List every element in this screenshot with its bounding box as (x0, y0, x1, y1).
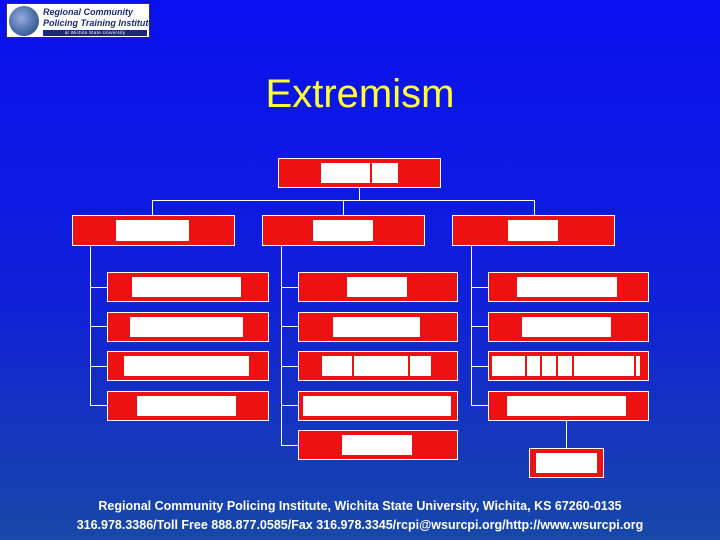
node-label (321, 163, 398, 183)
connector-line (90, 287, 107, 288)
org-node-child (107, 391, 269, 421)
footer-contact: Regional Community Policing Institute, W… (0, 497, 720, 535)
connector-line (471, 366, 488, 367)
institute-logo: Regional Community Policing Training Ins… (6, 3, 154, 38)
connector-line (90, 366, 107, 367)
node-label (132, 277, 241, 297)
connector-line (281, 246, 282, 446)
node-label (322, 356, 431, 376)
connector-line (152, 200, 153, 215)
org-node-child (107, 351, 269, 381)
org-node-child (107, 272, 269, 302)
node-label (492, 356, 640, 376)
org-node-grandchild (529, 448, 604, 478)
org-node-child (488, 351, 649, 381)
logo-text-line2: Policing Training Institute (43, 18, 154, 28)
node-label (313, 220, 373, 241)
node-label (303, 396, 451, 416)
node-label (536, 453, 597, 473)
node-label (116, 220, 189, 241)
org-node-branch-2 (262, 215, 425, 246)
org-node-branch-3 (452, 215, 615, 246)
org-node-child (298, 351, 458, 381)
node-label (522, 317, 611, 337)
node-label (137, 396, 236, 416)
connector-line (343, 200, 344, 215)
logo-tagline: at Wichita State University (43, 30, 147, 36)
connector-line (281, 287, 298, 288)
node-label (507, 396, 626, 416)
connector-line (471, 326, 488, 327)
node-label (517, 277, 617, 297)
connector-line (471, 287, 488, 288)
org-node-child (107, 312, 269, 342)
org-node-root (278, 158, 441, 188)
connector-line (281, 366, 298, 367)
connector-line (281, 326, 298, 327)
node-label (333, 317, 420, 337)
connector-line (90, 405, 107, 406)
org-node-child (488, 272, 649, 302)
connector-line (534, 200, 535, 215)
node-label (342, 435, 412, 455)
org-node-child (488, 391, 649, 421)
org-node-child (298, 312, 458, 342)
connector-line (359, 188, 360, 200)
node-label (347, 277, 407, 297)
connector-line (281, 445, 298, 446)
node-label (130, 317, 243, 337)
node-label (508, 220, 558, 241)
org-node-child (298, 391, 458, 421)
footer-address: Regional Community Policing Institute, W… (98, 499, 622, 513)
connector-line (471, 405, 488, 406)
connector-line (90, 326, 107, 327)
node-label (124, 356, 249, 376)
footer-contact-info: 316.978.3386/Toll Free 888.877.0585/Fax … (76, 518, 644, 532)
org-node-child (488, 312, 649, 342)
logo-text-line1: Regional Community (43, 7, 134, 17)
connector-line (566, 420, 567, 448)
org-node-child (298, 430, 458, 460)
org-node-branch-1 (72, 215, 235, 246)
org-node-child (298, 272, 458, 302)
connector-line (281, 405, 298, 406)
globe-emblem-icon (9, 6, 39, 36)
slide-title: Extremism (265, 72, 455, 116)
